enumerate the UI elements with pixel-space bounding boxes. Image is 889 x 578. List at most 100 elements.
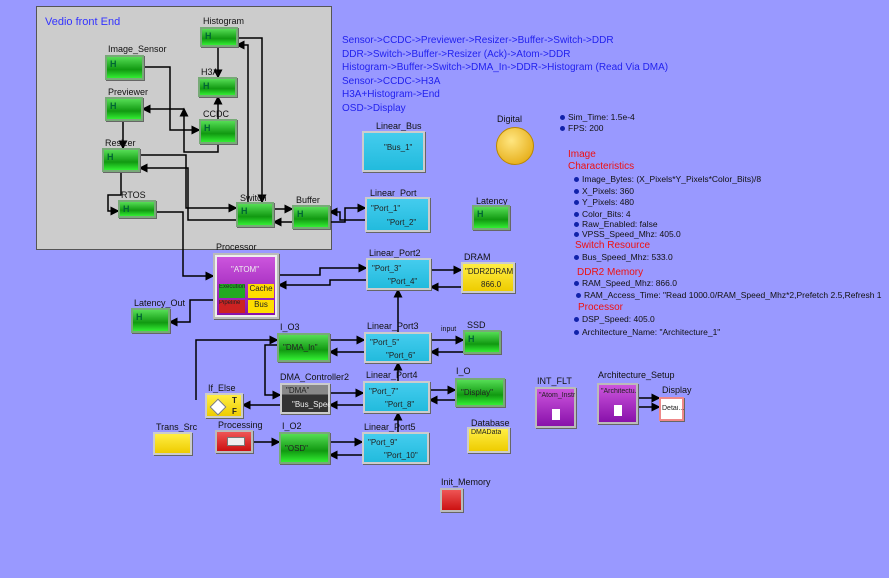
- false-port: F: [232, 407, 237, 416]
- database-name: DMAData: [471, 429, 502, 436]
- wire: [279, 263, 368, 276]
- digital-gear-icon[interactable]: [496, 127, 534, 165]
- io-name: "Display": [461, 388, 493, 397]
- trans-src-label: Trans_Src: [156, 422, 198, 432]
- io2-block[interactable]: "OSD": [279, 432, 330, 464]
- document-icon: [614, 405, 622, 416]
- int-flt-block[interactable]: "Atom_Instr...: [535, 387, 576, 428]
- bus-name: "Bus_1": [384, 143, 413, 152]
- ddr-heading: DDR2 Memory: [577, 267, 644, 278]
- wire: [235, 40, 249, 202]
- io-name: "DMA_In": [283, 343, 318, 352]
- h3a-block[interactable]: H: [198, 77, 237, 97]
- display-text: Detai...: [662, 405, 684, 412]
- linear-port4-label: Linear_Port4: [366, 370, 418, 380]
- processor-block[interactable]: "ATOM" Execution Unit Cache Pipeline Bus: [213, 253, 279, 319]
- port-label: "Port_1": [371, 204, 401, 213]
- raw-enabled: Raw_Enabled: false: [574, 219, 658, 229]
- linear-port4-block[interactable]: "Port_7""Port_8": [363, 381, 430, 413]
- digital-label: Digital: [497, 114, 523, 124]
- h3a-label: H3A: [201, 67, 219, 77]
- io-block[interactable]: "Display": [455, 378, 505, 407]
- port-label: "Port_4": [388, 277, 418, 286]
- dram-name: "DDR2DRAM_...: [465, 267, 513, 276]
- hierarchy-icon: H: [110, 101, 117, 111]
- note-line: H3A+Histogram->End: [342, 89, 440, 101]
- ram-access-time: RAM_Access_Time: "Read 1000.0/RAM_Speed_…: [576, 290, 882, 300]
- wire: [140, 154, 238, 213]
- resizer-block[interactable]: H: [102, 148, 140, 172]
- note-line: OSD->Display: [342, 102, 406, 114]
- latency-label: Latency: [476, 196, 508, 206]
- port-label: "Port_6": [386, 351, 416, 360]
- wire: [156, 211, 215, 281]
- wire: [143, 66, 201, 135]
- latency-block[interactable]: H: [472, 205, 510, 230]
- panel-title: Vedio front End: [45, 16, 121, 28]
- bus-unit: Bus: [248, 300, 274, 313]
- database-label: Database: [471, 418, 510, 428]
- port-label: "Port_3": [372, 264, 402, 273]
- processing-block[interactable]: [215, 430, 253, 453]
- wire: [179, 107, 219, 153]
- dma-name: "DMA": [286, 386, 310, 395]
- wire: [237, 37, 267, 204]
- io-name: "OSD": [285, 444, 309, 453]
- previewer-block[interactable]: H: [105, 97, 143, 121]
- y-pixels: Y_Pixels: 480: [574, 197, 634, 207]
- processing-label: Processing: [218, 420, 263, 430]
- init-memory-block[interactable]: [440, 488, 463, 512]
- latency-out-label: Latency_Out: [134, 298, 186, 308]
- wire: [264, 344, 282, 400]
- linear-port3-block[interactable]: "Port_5""Port_6": [364, 332, 431, 363]
- hierarchy-icon: H: [110, 59, 117, 69]
- execution-unit: Execution Unit: [219, 284, 245, 298]
- linear-port5-block[interactable]: "Port_9""Port_10": [362, 432, 429, 464]
- architecture-setup-label: Architecture_Setup: [598, 370, 675, 380]
- image-sensor-block[interactable]: H: [105, 55, 144, 80]
- linear-bus-label: Linear_Bus: [376, 121, 422, 131]
- io2-label: I_O2: [282, 421, 302, 431]
- hierarchy-icon: H: [241, 206, 248, 216]
- architecture-setup-block[interactable]: "Architectu...: [597, 383, 638, 424]
- cache-unit: Cache: [248, 284, 274, 298]
- buffer-block[interactable]: H: [292, 205, 330, 229]
- ssd-block[interactable]: H: [463, 330, 501, 354]
- linear-port5-label: Linear_Port5: [364, 422, 416, 432]
- histogram-block[interactable]: H: [200, 27, 238, 47]
- processor-label: Processor: [216, 242, 257, 252]
- display-block[interactable]: Detai...: [659, 397, 684, 421]
- if-else-block[interactable]: T F: [205, 393, 243, 418]
- previewer-label: Previewer: [108, 87, 149, 97]
- dma-controller-label: DMA_Controller2: [280, 372, 350, 382]
- latency-out-block[interactable]: H: [131, 308, 170, 333]
- buffer-label: Buffer: [296, 195, 320, 205]
- bus-speed: Bus_Speed_Mhz: 533.0: [574, 252, 673, 262]
- hierarchy-icon: H: [477, 209, 484, 219]
- note-line: Sensor->CCDC->Previewer->Resizer->Buffer…: [342, 35, 614, 46]
- database-block[interactable]: DMAData: [467, 427, 510, 453]
- trans-src-block[interactable]: [153, 432, 192, 455]
- switch-block[interactable]: H: [236, 202, 274, 227]
- io3-block[interactable]: "DMA_In": [277, 333, 330, 362]
- image-heading: Image: [568, 149, 596, 160]
- ccdc-block[interactable]: H: [199, 119, 237, 144]
- linear-port-block[interactable]: "Port_1""Port_2": [365, 197, 430, 232]
- dram-value: 866.0: [481, 280, 502, 289]
- init-memory-label: Init_Memory: [441, 477, 491, 487]
- rtos-block[interactable]: H: [118, 200, 156, 218]
- wire: [168, 299, 213, 327]
- ssd-input-port-label: input: [441, 326, 457, 333]
- linear-port2-block[interactable]: "Port_3" "Port_4": [366, 258, 431, 290]
- linear-bus-block[interactable]: "Bus_1": [362, 131, 425, 172]
- true-port: T: [232, 396, 237, 405]
- port-label: "Port_8": [385, 400, 415, 409]
- dram-label: DRAM: [464, 252, 491, 262]
- switch-heading: Switch Resource: [575, 240, 651, 251]
- note-line: DDR->Switch->Buffer->Resizer (Ack)->Atom…: [342, 48, 571, 60]
- dma-controller-block[interactable]: "DMA""Bus_Speed: [280, 383, 330, 414]
- display-label: Display: [662, 385, 692, 395]
- x-pixels: X_Pixels: 360: [574, 186, 634, 196]
- dram-block[interactable]: "DDR2DRAM_... 866.0: [461, 262, 515, 293]
- if-else-label: If_Else: [208, 383, 236, 393]
